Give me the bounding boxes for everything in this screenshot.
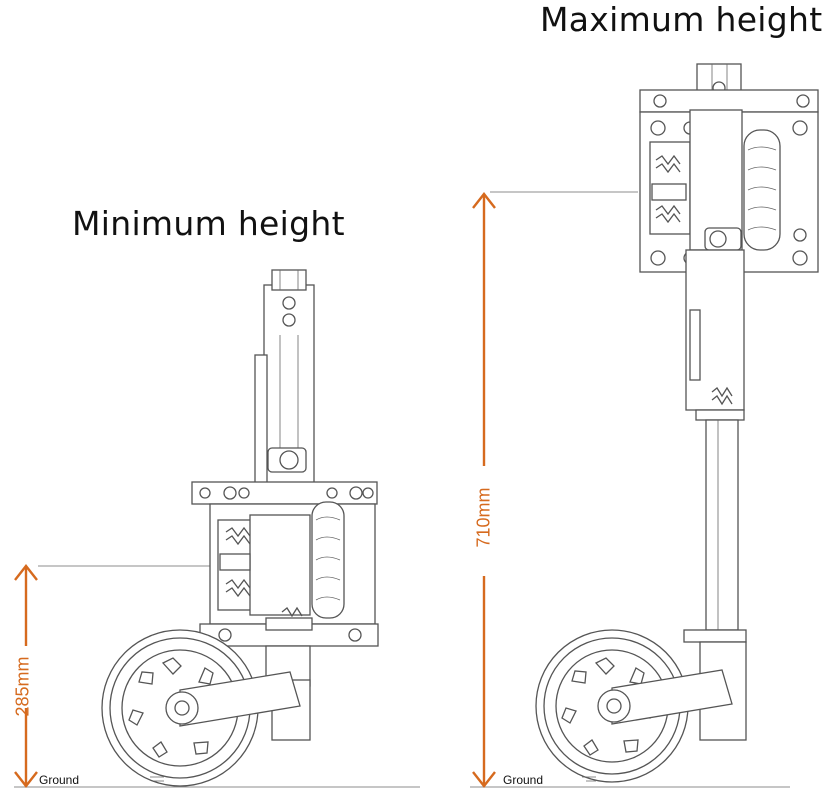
- jockey-wheel-maximum: [470, 63, 819, 788]
- maximum-height-dimension: 710mm: [473, 487, 494, 548]
- bracket-plate: [191, 481, 378, 505]
- dimension-arrow-maximum: [472, 192, 496, 788]
- minimum-height-dimension: 285mm: [12, 656, 33, 717]
- minimum-height-title: Minimum height: [72, 204, 345, 243]
- ground-label-left: Ground: [39, 773, 80, 787]
- ground-label-right: Ground: [503, 773, 544, 787]
- maximum-height-title: Maximum height: [540, 0, 822, 39]
- extended-stem: [705, 419, 739, 631]
- clamp-handle-max: [743, 129, 781, 251]
- dimension-arrow-minimum: [14, 564, 38, 788]
- jockey-wheel-minimum: [14, 269, 420, 788]
- clamp-handle: [311, 501, 345, 619]
